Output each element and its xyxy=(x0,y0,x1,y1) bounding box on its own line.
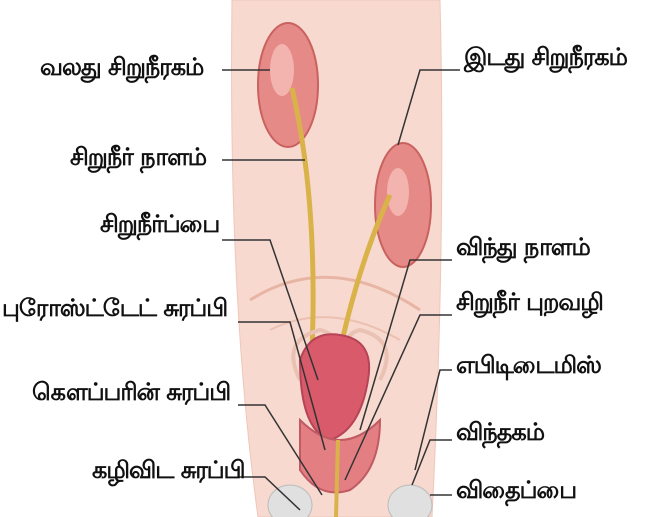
label-prostate: புரோஸ்ட்டேட் சுரப்பி xyxy=(2,296,227,320)
label-bladder: சிறுநீர்ப்பை xyxy=(100,212,219,236)
label-scrotum: விதைப்பை xyxy=(456,478,576,502)
right-kidney-highlight xyxy=(270,44,294,96)
label-cowpers-gland: கௌப்பரின் சுரப்பி xyxy=(32,380,230,404)
label-urethra: சிறுநீர் புறவழி xyxy=(456,290,603,314)
label-vas-deferens: விந்து நாளம் xyxy=(456,235,590,259)
label-testis: விந்தகம் xyxy=(456,420,544,444)
urethra xyxy=(336,440,338,517)
label-ejaculatory-gland: கழிவிட சுரப்பி xyxy=(92,458,245,482)
label-right-kidney: வலது சிறுநீரகம் xyxy=(40,55,203,79)
label-epididymis: எபிடிடைமிஸ் xyxy=(456,353,601,377)
left-kidney-highlight xyxy=(387,168,409,216)
label-left-kidney: இடது சிறுநீரகம் xyxy=(464,45,627,69)
label-ureter: சிறுநீர் நாளம் xyxy=(70,145,206,169)
